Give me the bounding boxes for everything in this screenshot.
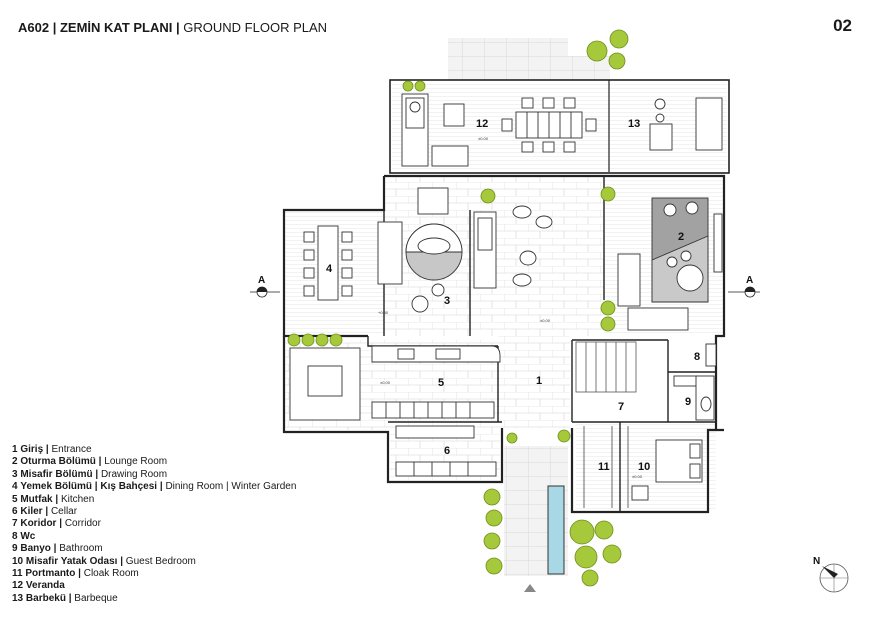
lounge-furniture <box>617 197 723 331</box>
legend-item: 7 Koridor | Corridor <box>12 518 101 530</box>
legend-item: 13 Barbekü | Barbeque <box>12 592 118 604</box>
drawing-room-furniture <box>377 187 463 313</box>
room-label-11: 11 <box>598 461 610 473</box>
level-marker: ±0.00 <box>632 474 643 479</box>
reflecting-pool <box>547 485 565 575</box>
legend-item: 5 Mutfak | Kitchen <box>12 493 95 505</box>
legend-item: 8 Wc <box>12 530 36 542</box>
staircase <box>575 341 637 393</box>
legend-item: 2 Oturma Bölümü | Lounge Room <box>12 456 168 468</box>
north-arrow-icon: N <box>813 556 849 593</box>
drawing-name-tr: ZEMİN KAT PLANI <box>59 20 173 35</box>
section-label-right: A <box>746 275 753 286</box>
level-markers: ±0.00 ±0.00 +0.30 ±0.00 ±0.00 <box>378 136 643 479</box>
room-label-10: 10 <box>638 461 650 473</box>
drawing-name-en: GROUND FLOOR PLAN <box>183 20 328 35</box>
wc-bath-fixtures <box>673 343 717 421</box>
veranda-dining-set <box>501 97 597 153</box>
kitchen-counters <box>371 345 501 419</box>
room-label-2: 2 <box>678 231 684 243</box>
legend-item: 10 Misafir Yatak Odası | Guest Bedroom <box>12 555 196 567</box>
section-marker-left: A <box>250 275 280 298</box>
veranda-outline <box>389 79 730 174</box>
section-label-left: A <box>258 275 265 286</box>
legend-item: 12 Veranda <box>12 580 65 592</box>
entry-arrow <box>524 584 536 592</box>
level-marker: +0.30 <box>378 310 389 315</box>
barbeque-set <box>649 97 723 151</box>
room-label-9: 9 <box>685 396 691 408</box>
room-label-3: 3 <box>444 295 450 307</box>
page-number: 02 <box>833 16 852 35</box>
level-marker: ±0.00 <box>380 380 391 385</box>
room-label-7: 7 <box>618 401 624 413</box>
cellar-shelves <box>395 425 497 477</box>
cloak-room-rails <box>583 426 629 508</box>
kitchen-island <box>473 205 553 289</box>
room-number-labels: 1 2 3 4 5 6 7 8 9 10 11 12 13 <box>326 118 700 473</box>
title-separator: | <box>52 20 57 35</box>
legend-item: 9 Banyo | Bathroom <box>12 543 103 555</box>
room-legend: 1 Giriş | Entrance 2 Oturma Bölümü | Lou… <box>12 444 296 605</box>
level-marker: ±0.00 <box>540 318 551 323</box>
exterior-walls <box>282 174 726 514</box>
legend-item: 6 Kiler | Cellar <box>12 506 78 518</box>
title-separator: | <box>176 20 180 35</box>
legend-item: 4 Yemek Bölümü | Kış Bahçesi | Dining Ro… <box>12 481 297 493</box>
north-label: N <box>813 556 820 567</box>
winter-garden-sofa <box>289 347 361 421</box>
entrance-floor <box>498 336 570 428</box>
legend-item: 1 Giriş | Entrance <box>12 444 92 455</box>
room-label-5: 5 <box>438 377 444 389</box>
drawing-code: A602 <box>18 20 50 35</box>
room-label-8: 8 <box>694 351 700 363</box>
room-label-13: 13 <box>628 118 640 130</box>
room-label-1: 1 <box>536 375 542 387</box>
dining-table-set <box>303 225 353 301</box>
room-label-4: 4 <box>326 263 333 275</box>
shrubs <box>287 29 629 587</box>
section-marker-right: A <box>728 275 760 298</box>
guest-bed <box>631 439 703 501</box>
level-marker: ±0.00 <box>478 136 489 141</box>
legend-item: 11 Portmanto | Cloak Room <box>12 568 139 580</box>
legend-item: 3 Misafir Bölümü | Drawing Room <box>12 468 168 480</box>
room-label-12: 12 <box>476 118 488 130</box>
drawing-title: A602 | ZEMİN KAT PLANI | GROUND FLOOR PL… <box>18 20 327 35</box>
veranda-lounge-set <box>401 93 469 167</box>
garden-pavers <box>448 38 610 82</box>
room-label-6: 6 <box>444 445 450 457</box>
